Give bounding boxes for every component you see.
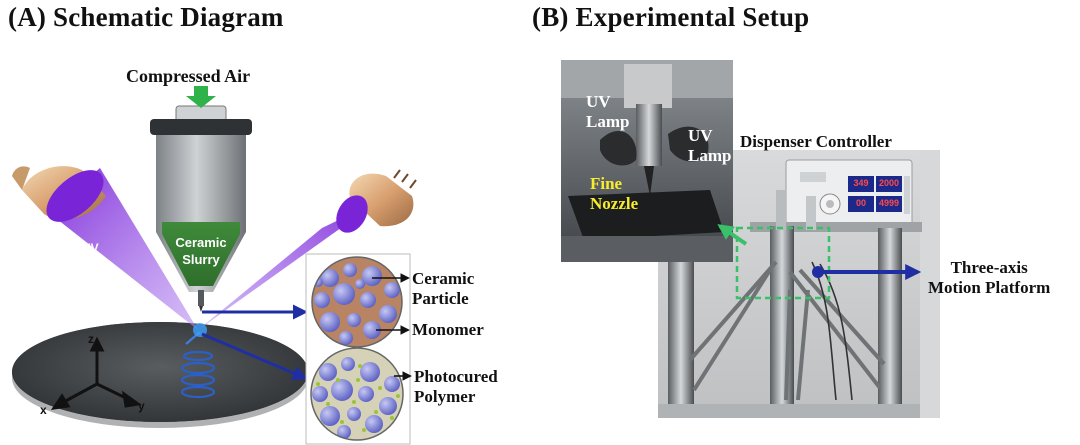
label-ceramic-particle-line1: Ceramic bbox=[412, 269, 475, 288]
label-ceramic-particle: Ceramic Particle bbox=[412, 269, 474, 309]
label-three-axis-motion-platform: Three-axis Motion Platform bbox=[928, 258, 1050, 298]
label-uv-lamp-right-line2: Lamp bbox=[688, 146, 732, 165]
label-platform-line2: Motion Platform bbox=[928, 278, 1051, 297]
label-ceramic-slurry: Ceramic Slurry bbox=[170, 234, 232, 268]
label-uv-lamp-right: UV Lamp bbox=[688, 126, 734, 166]
label-uv-left: UV bbox=[82, 241, 99, 255]
label-dispenser-controller: Dispenser Controller bbox=[740, 132, 892, 151]
rod-right bbox=[878, 228, 902, 406]
axis-label-y: y bbox=[138, 399, 145, 413]
label-slurry-line2: Slurry bbox=[182, 252, 220, 267]
nozzle-closeup-photo bbox=[561, 60, 733, 262]
readout-3: 00 bbox=[855, 198, 866, 208]
panel-b-title: (B) Experimental Setup bbox=[532, 2, 810, 32]
label-monomer: Monomer bbox=[412, 320, 484, 339]
readout-2: 2000 bbox=[878, 178, 900, 188]
readout-1: 349 bbox=[853, 178, 869, 188]
label-fine-nozzle-line1: Fine bbox=[590, 174, 623, 193]
compressed-air-arrow-icon bbox=[186, 86, 216, 108]
nozzle-highlight-box bbox=[735, 226, 831, 300]
dispenser-controller-unit bbox=[785, 159, 913, 227]
platform-base bbox=[658, 404, 920, 418]
top-plate bbox=[750, 222, 922, 232]
delta-arms bbox=[688, 260, 886, 401]
label-uv-lamp-left-line2: Lamp bbox=[586, 112, 630, 131]
ceramic-slurry-inset bbox=[312, 257, 402, 347]
label-uv-lamp-left: UV Lamp bbox=[586, 92, 629, 132]
label-fine-nozzle: Fine Nozzle bbox=[590, 174, 638, 214]
uv-lamp-right-icon bbox=[336, 169, 417, 233]
label-photocured-line2: Polymer bbox=[414, 387, 476, 406]
photocured-polymer-inset bbox=[311, 348, 403, 440]
readout-4: 4999 bbox=[878, 198, 900, 208]
uv-beam-right bbox=[198, 200, 380, 330]
axis-label-x: x bbox=[40, 403, 47, 417]
pointer-polymer-inset bbox=[201, 332, 308, 381]
label-photocured-line1: Photocured bbox=[414, 367, 498, 386]
highlight-arrow bbox=[717, 224, 748, 246]
label-ceramic-particle-line2: Particle bbox=[412, 289, 469, 308]
axes-icon bbox=[50, 336, 142, 410]
label-fine-nozzle-line2: Nozzle bbox=[590, 194, 639, 213]
axis-label-z: z bbox=[88, 332, 94, 346]
label-uv-lamp-left-line1: UV bbox=[586, 92, 611, 111]
label-uv-right: UV bbox=[324, 241, 341, 255]
label-slurry-line1: Ceramic bbox=[175, 235, 227, 250]
uv-lamp-left-icon bbox=[12, 166, 106, 222]
syringe-dispenser bbox=[150, 105, 252, 312]
panel-a-title: (A) Schematic Diagram bbox=[8, 2, 284, 32]
label-compressed-air: Compressed Air bbox=[126, 66, 251, 86]
label-uv-lamp-right-line1: UV bbox=[688, 126, 713, 145]
label-platform-line1: Three-axis bbox=[950, 258, 1028, 277]
label-photocured-polymer: Photocured Polymer bbox=[414, 367, 498, 407]
